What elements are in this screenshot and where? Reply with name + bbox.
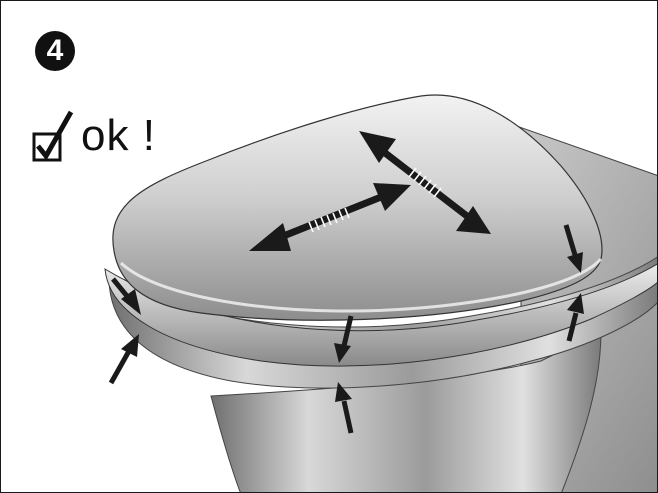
gap-arrow-left-bottom	[111, 334, 139, 383]
step-number-badge: 4	[35, 31, 75, 71]
status-text: ok !	[81, 111, 156, 161]
status-row: ok !	[31, 106, 156, 166]
checkbox-checked-icon	[31, 108, 75, 164]
